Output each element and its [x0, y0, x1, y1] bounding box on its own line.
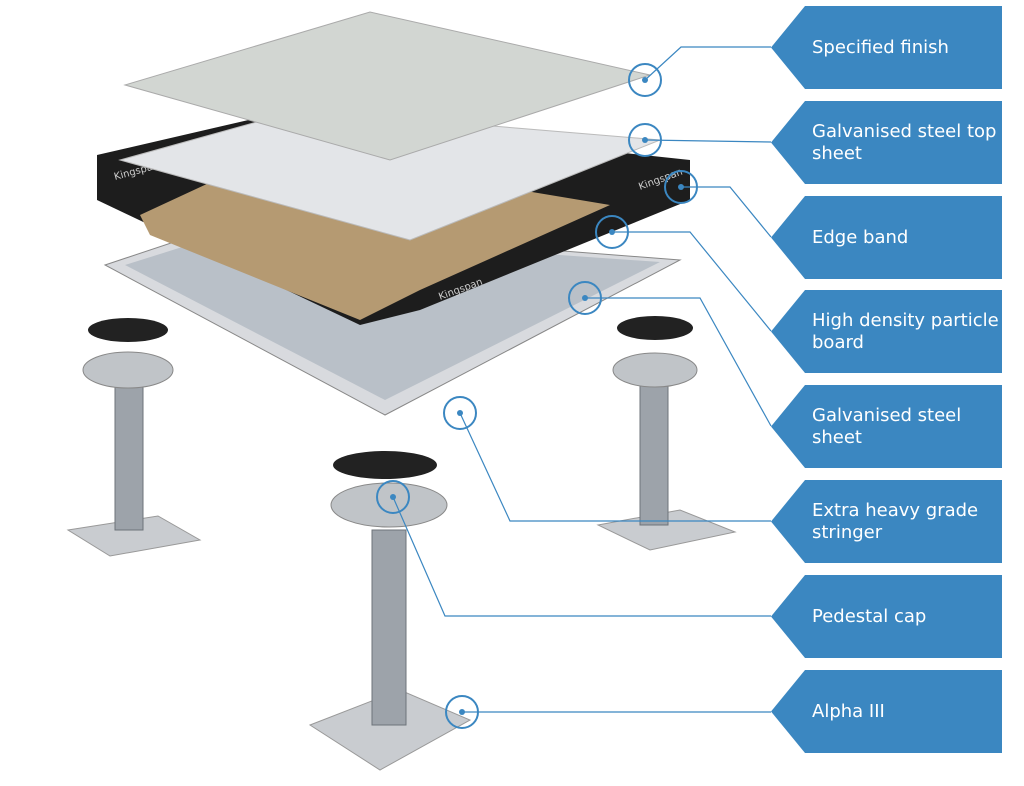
label-specified-finish: Specified finish [771, 6, 1002, 89]
pedestal-left [66, 318, 202, 557]
label-galvanised-steel-sheet: Galvanised steel sheet [771, 385, 1002, 468]
label-pedestal-cap: Pedestal cap [771, 575, 1002, 658]
pedestal-right [596, 316, 737, 551]
label-alpha-iii: Alpha III [771, 670, 1002, 753]
callout-circles [376, 63, 698, 729]
label-extra-heavy-grade-stringer: Extra heavy grade stringer [771, 480, 1002, 563]
label-edge-band: Edge band [771, 196, 1002, 279]
label-galvanised-steel-top-sheet: Galvanised steel top sheet [771, 101, 1002, 184]
label-high-density-particle-board: High density particle board [771, 290, 1002, 373]
leader-lines [392, 46, 772, 713]
pedestal-front [308, 451, 472, 771]
callout-dots [390, 77, 684, 715]
